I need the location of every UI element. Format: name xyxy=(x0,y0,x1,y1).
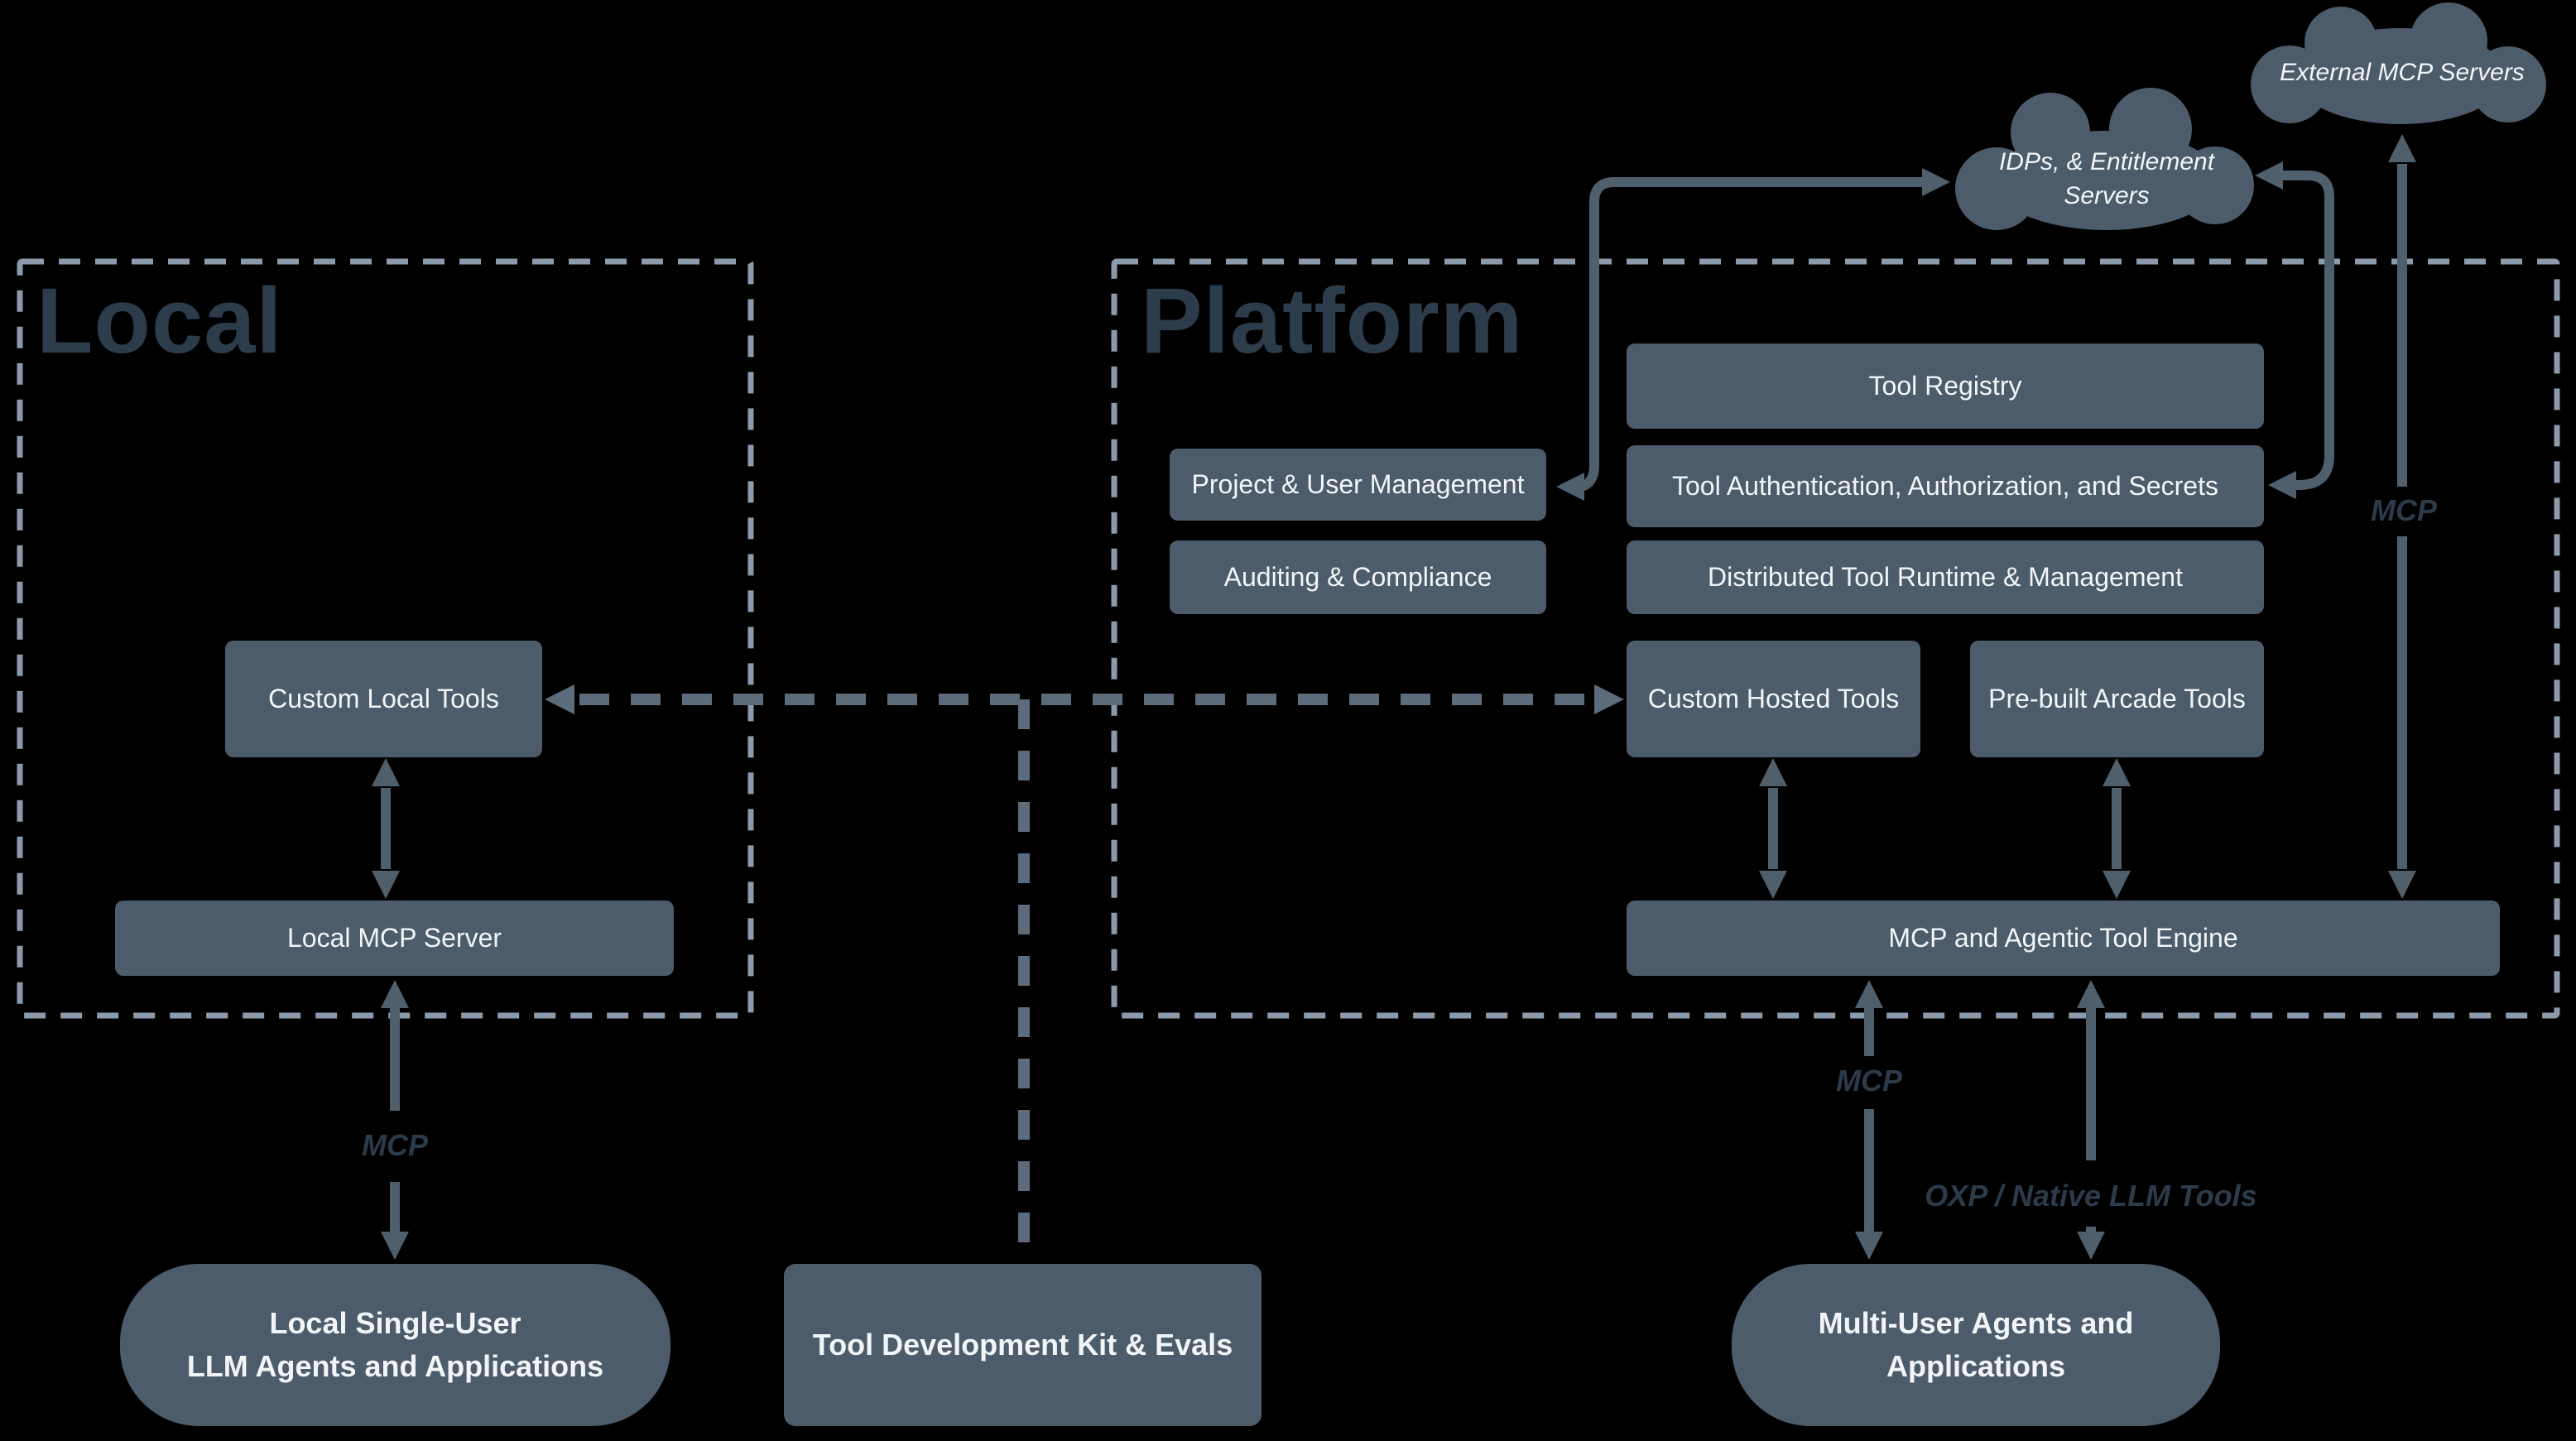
multi-user-agents-label-line1: Multi-User Agents and xyxy=(1818,1305,2134,1340)
connector-prebuilt-to-engine xyxy=(2103,758,2131,899)
idp-entitlement-cloud xyxy=(1955,88,2254,230)
connector-project-mgmt-to-idp-cloud xyxy=(1556,168,1950,501)
edge-label-oxp: OXP / Native LLM Tools xyxy=(1925,1179,2257,1213)
external-mcp-servers-cloud xyxy=(2251,2,2546,124)
connector-engine-to-external-mcp xyxy=(2388,134,2416,899)
multi-user-agents-label-line2: Applications xyxy=(1886,1349,2066,1383)
tool-auth-box: Tool Authentication, Authorization, and … xyxy=(1627,445,2264,527)
local-region-border xyxy=(17,258,754,1019)
dashed-connector-local-hosted-tools xyxy=(545,684,1624,714)
distributed-runtime-label: Distributed Tool Runtime & Management xyxy=(1708,561,2183,592)
edge-label-local-mcp: MCP xyxy=(362,1128,428,1162)
auditing-compliance-label: Auditing & Compliance xyxy=(1223,561,1492,592)
mcp-engine-label: MCP and Agentic Tool Engine xyxy=(1888,922,2238,953)
tool-auth-label: Tool Authentication, Authorization, and … xyxy=(1672,470,2218,501)
local-mcp-server-box: Local MCP Server xyxy=(115,901,674,976)
project-user-management-box: Project & User Management xyxy=(1170,449,1546,521)
connector-mcp-server-to-local-agents xyxy=(381,980,409,1260)
multi-user-agents-box: Multi-User Agents and Applications xyxy=(1732,1264,2220,1426)
connector-custom-local-to-mcp-server xyxy=(372,758,400,899)
custom-local-tools-label: Custom Local Tools xyxy=(268,683,499,713)
edge-label-multiuser-mcp: MCP xyxy=(1836,1064,1902,1098)
local-mcp-server-label: Local MCP Server xyxy=(286,922,502,953)
connector-custom-hosted-to-engine xyxy=(1759,758,1787,899)
connector-engine-to-multiuser-oxp xyxy=(2077,980,2105,1260)
custom-hosted-tools-box: Custom Hosted Tools xyxy=(1627,641,1920,757)
tool-dev-kit-label: Tool Development Kit & Evals xyxy=(812,1327,1233,1362)
connector-tool-auth-to-idp-cloud xyxy=(2255,161,2334,499)
distributed-runtime-box: Distributed Tool Runtime & Management xyxy=(1627,540,2264,614)
prebuilt-arcade-tools-label: Pre-built Arcade Tools xyxy=(1988,683,2246,713)
idp-entitlement-label: IDPs, & Entitlement Servers xyxy=(1974,146,2239,213)
custom-hosted-tools-label: Custom Hosted Tools xyxy=(1647,683,1900,713)
mcp-engine-box: MCP and Agentic Tool Engine xyxy=(1627,901,2500,976)
local-single-user-box: Local Single-User LLM Agents and Applica… xyxy=(120,1264,670,1426)
idp-entitlement-label-line2: Servers xyxy=(2064,181,2150,209)
custom-local-tools-box: Custom Local Tools xyxy=(225,641,542,757)
idp-entitlement-label-line1: IDPs, & Entitlement xyxy=(1998,148,2215,175)
external-mcp-servers-label: External MCP Servers xyxy=(2280,59,2525,86)
local-single-user-label-line2: LLM Agents and Applications xyxy=(186,1349,604,1383)
edge-label-external-mcp: MCP xyxy=(2371,493,2437,527)
platform-region-border xyxy=(1111,258,2560,1019)
local-single-user-label-line1: Local Single-User xyxy=(269,1305,521,1340)
tool-dev-kit-box: Tool Development Kit & Evals xyxy=(784,1264,1262,1426)
local-region-title: Local xyxy=(36,269,283,372)
prebuilt-arcade-tools-box: Pre-built Arcade Tools xyxy=(1970,641,2264,757)
auditing-compliance-box: Auditing & Compliance xyxy=(1170,540,1546,614)
project-user-management-label: Project & User Management xyxy=(1191,468,1525,499)
tool-registry-box: Tool Registry xyxy=(1627,343,2264,429)
tool-registry-label: Tool Registry xyxy=(1868,370,2022,401)
connector-engine-to-multiuser-mcp xyxy=(1855,980,1883,1260)
platform-region-title: Platform xyxy=(1141,269,1524,372)
